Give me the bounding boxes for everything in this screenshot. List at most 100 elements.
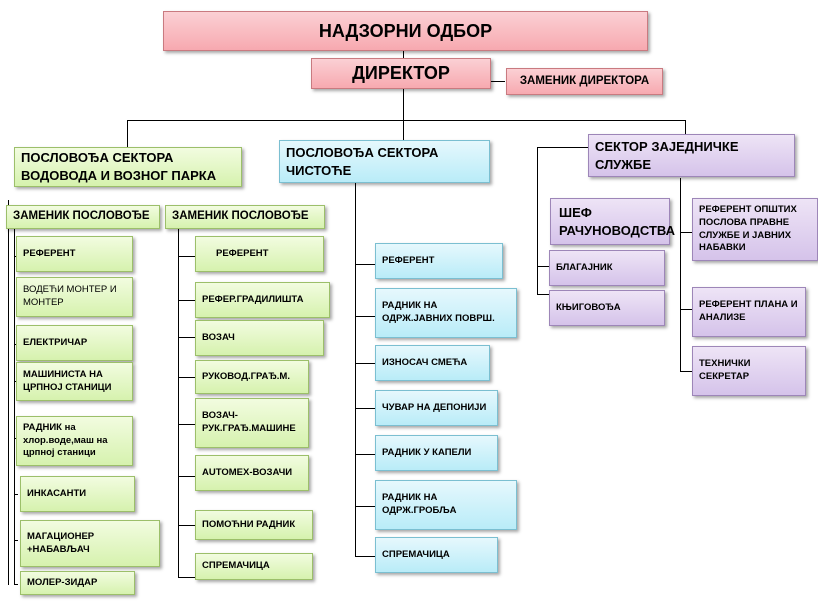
connector-tick (178, 300, 196, 301)
accounting-head-box: ШЕФ РАЧУНОВОДСТВА (550, 198, 675, 245)
deputy-director-box: ЗАМЕНИК ДИРЕКТОРА (506, 68, 663, 95)
water-left-item-6: МАГАЦИОНЕР +НАБАВЉАЧ (20, 520, 160, 567)
clean-sector-head-label: ПОСЛОВОЂА СЕКТОРА ЧИСТОЋЕ (286, 144, 439, 178)
connector-tick (178, 377, 196, 378)
director-label: ДИРЕКТОР (352, 63, 450, 84)
water-right-item-6: ПОМОЋНИ РАДНИК (195, 510, 313, 540)
water-deputy-right-label: ЗАМЕНИК ПОСЛОВОЂЕ (172, 210, 309, 223)
water-left-item-2: ЕЛЕКТРИЧАР (16, 325, 133, 361)
water-right-item-label: РУКОВОД.ГРАЂ.М. (202, 370, 290, 382)
connector-tick (680, 232, 692, 233)
connector-tick (355, 556, 375, 557)
water-deputy-left-box: ЗАМЕНИК ПОСЛОВОЂЕ (6, 205, 160, 229)
accounting-item-0: БЛАГАЈНИК (549, 250, 665, 286)
accounting-item-label: КЊИГОВОЂА (556, 301, 621, 313)
water-left-item-label: ИНКАСАНТИ (27, 487, 87, 499)
connector-tick (355, 408, 375, 409)
water-right-item-4: ВОЗАЧ-РУК.ГРАЂ.МАШИНЕ (195, 398, 309, 448)
water-left-item-7: МОЛЕР-ЗИДАР (20, 571, 135, 595)
connector-director-down (403, 88, 404, 120)
connector-clean-spine (355, 183, 356, 556)
clean-item-label: ИЗНОСАЧ СМЕЋА (382, 356, 468, 368)
clean-item-label: РАДНИК У КАПЕЛИ (382, 446, 472, 458)
clean-item-1: РАДНИК НА ОДРЖ.ЈАВНИХ ПОВРШ. (375, 288, 517, 338)
connector-tick (14, 540, 18, 541)
water-right-item-1: РЕФЕР.ГРАДИЛИШТА (195, 282, 330, 318)
clean-item-4: РАДНИК У КАПЕЛИ (375, 435, 498, 471)
water-right-item-5: AUTOMEX-ВОЗАЧИ (195, 455, 309, 491)
connector-tick (537, 266, 549, 267)
water-sector-head-box: ПОСЛОВОЂА СЕКТОРА ВОДОВОДА И ВОЗНОГ ПАРК… (14, 147, 242, 187)
water-sector-head-label: ПОСЛОВОЂА СЕКТОРА ВОДОВОДА И ВОЗНОГ ПАРК… (21, 150, 217, 183)
connector-left-deputy-spine (14, 228, 15, 585)
water-right-item-label: ВОЗАЧ (202, 331, 235, 343)
water-right-item-label: ПОМОЋНИ РАДНИК (202, 518, 296, 530)
clean-item-label: РЕФЕРЕНТ (382, 254, 435, 266)
water-right-item-label: ВОЗАЧ-РУК.ГРАЂ.МАШИНЕ (202, 410, 296, 434)
connector-to-clean (403, 120, 404, 140)
connector-common-right-spine (680, 178, 681, 371)
clean-item-0: РЕФЕРЕНТ (375, 243, 503, 279)
connector-tick (355, 363, 375, 364)
connector-tick (680, 371, 692, 372)
connector-tick (178, 476, 196, 477)
water-right-item-2: ВОЗАЧ (195, 320, 324, 356)
water-right-item-0: РЕФЕРЕНТ (195, 236, 324, 272)
water-left-item-label: ВОДЕЋИ МОНТЕР И МОНТЕР (23, 284, 117, 308)
connector-right-deputy-spine (178, 228, 179, 577)
clean-item-3: ЧУВАР НА ДЕПОНИЈИ (375, 390, 498, 426)
connector-board-director (403, 51, 404, 60)
connector-to-water (127, 120, 128, 147)
common-right-item-0: РЕФЕРЕНТ ОПШТИХ ПОСЛОВА ПРАВНЕ СЛУЖБЕ И … (692, 198, 818, 261)
connector-tick (355, 454, 375, 455)
connector-tick (178, 424, 196, 425)
director-box: ДИРЕКТОР (311, 58, 491, 89)
common-right-item-2: ТЕХНИЧКИ СЕКРЕТАР (692, 346, 806, 396)
water-left-item-4: РАДНИК на хлор.воде,маш на црпној станиц… (16, 416, 133, 466)
clean-item-5: РАДНИК НА ОДРЖ.ГРОБЉА (375, 480, 517, 530)
water-left-item-5: ИНКАСАНТИ (20, 476, 135, 512)
clean-item-label: ЧУВАР НА ДЕПОНИЈИ (382, 401, 487, 413)
water-left-item-label: МАШИНИСТА НА ЦРПНОЈ СТАНИЦИ (23, 368, 112, 393)
connector-water-spine (8, 200, 9, 585)
water-right-item-7: СПРЕМАЧИЦА (195, 553, 313, 580)
clean-sector-head-box: ПОСЛОВОЂА СЕКТОРА ЧИСТОЋЕ (279, 140, 490, 183)
supervisory-board-box: НАДЗОРНИ ОДБОР (163, 11, 648, 51)
supervisory-board-label: НАДЗОРНИ ОДБОР (318, 20, 493, 41)
water-left-item-3: МАШИНИСТА НА ЦРПНОЈ СТАНИЦИ (16, 362, 133, 401)
water-deputy-left-label: ЗАМЕНИК ПОСЛОВОЂЕ (13, 210, 150, 223)
common-right-item-label: РЕФЕРЕНТ ПЛАНА И АНАЛИЗЕ (699, 299, 798, 323)
connector-tick (355, 506, 375, 507)
clean-item-label: СПРЕМАЧИЦА (382, 548, 450, 560)
water-right-item-label: AUTOMEX-ВОЗАЧИ (202, 466, 293, 478)
water-left-item-1: ВОДЕЋИ МОНТЕР И МОНТЕР (16, 277, 133, 317)
connector-tick (178, 577, 196, 578)
water-left-item-label: МАГАЦИОНЕР +НАБАВЉАЧ (27, 530, 95, 555)
common-sector-head-box: СЕКТОР ЗАЈЕДНИЧКЕ СЛУЖБЕ (588, 134, 795, 177)
connector-director-deputy (490, 81, 505, 82)
clean-item-6: СПРЕМАЧИЦА (375, 537, 498, 573)
connector-to-common (685, 120, 686, 134)
connector-tick (537, 294, 549, 295)
accounting-item-label: БЛАГАЈНИК (556, 261, 613, 273)
connector-tick (178, 337, 196, 338)
common-right-item-label: РЕФЕРЕНТ ОПШТИХ ПОСЛОВА ПРАВНЕ СЛУЖБЕ И … (699, 203, 797, 254)
connector-tick (680, 309, 692, 310)
deputy-director-label: ЗАМЕНИК ДИРЕКТОРА (519, 74, 650, 87)
clean-item-label: РАДНИК НА ОДРЖ.ЈАВНИХ ПОВРШ. (382, 300, 495, 324)
water-right-item-label: РЕФЕРЕНТ (216, 247, 269, 259)
connector-tick (355, 264, 375, 265)
connector-tick (355, 316, 375, 317)
water-deputy-right-box: ЗАМЕНИК ПОСЛОВОЂЕ (165, 205, 325, 229)
connector-tick (178, 525, 196, 526)
connector-common-left-spine (537, 147, 538, 294)
water-right-item-label: РЕФЕР.ГРАДИЛИШТА (202, 293, 304, 305)
common-right-item-label: ТЕХНИЧКИ СЕКРЕТАР (699, 358, 751, 382)
water-left-item-label: РАДНИК на хлор.воде,маш на црпној станиц… (23, 421, 108, 459)
connector-tick (178, 256, 196, 257)
water-left-item-0: РЕФЕРЕНТ (16, 236, 133, 272)
clean-item-2: ИЗНОСАЧ СМЕЋА (375, 345, 490, 381)
connector-tick (14, 494, 18, 495)
accounting-head-label: ШЕФ РАЧУНОВОДСТВА (559, 204, 676, 238)
water-right-item-3: РУКОВОД.ГРАЂ.М. (195, 360, 309, 394)
